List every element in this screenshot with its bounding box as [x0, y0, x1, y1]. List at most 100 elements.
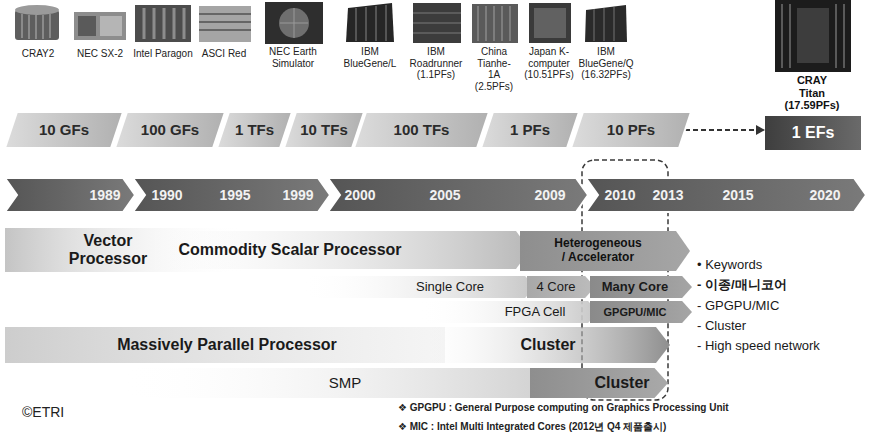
computer-caption: IBM BlueGene/L — [344, 46, 397, 69]
timeline-chevron: 2010 2013 2015 2020 — [586, 178, 866, 212]
computer-caption: NEC SX-2 — [77, 48, 123, 60]
node-outline — [115, 112, 225, 148]
node-text: 1 TFs — [235, 121, 274, 138]
node-outline — [120, 368, 565, 398]
node-outline — [590, 301, 692, 323]
titan-picture — [782, 4, 844, 68]
k-computer-picture — [529, 3, 571, 43]
node-outline — [571, 112, 691, 148]
keyword-item: - GPGPU/MIC — [697, 299, 779, 314]
node-text: GPGPU/MIC — [604, 306, 667, 319]
computer-caption: CRAY Titan (17.59PFs) — [784, 74, 839, 112]
footnote: ❖ MIC : Intel Multi Integrated Cores (20… — [398, 421, 666, 433]
keyword-item: - High speed network — [697, 339, 820, 354]
node-text: 2005 — [429, 187, 460, 203]
connector-line — [685, 129, 756, 131]
node-text: Vector Processor — [53, 232, 163, 269]
titan-picture — [775, 0, 851, 72]
nec-sx2-picture — [74, 12, 126, 40]
architecture-band: Massively Parallel Processor — [5, 327, 445, 363]
computer-caption: China Tianhe-1A (2.5PFs) — [475, 46, 513, 92]
node-outline — [520, 231, 690, 271]
bluegene-q-picture — [585, 5, 627, 42]
node-text: Cluster — [594, 374, 649, 392]
node-text: 2020 — [809, 187, 840, 203]
node-text: 2013 — [652, 187, 683, 203]
node-outline — [530, 368, 668, 398]
node-text: Massively Parallel Processor — [117, 336, 337, 354]
tianhe-picture — [472, 4, 518, 43]
node-outline — [586, 178, 866, 212]
node-text: 1 EFs — [792, 124, 835, 142]
keyword-item: - Cluster — [697, 319, 746, 334]
cray2-picture — [15, 5, 59, 40]
paragon-picture — [135, 5, 191, 42]
performance-segment: 1 TFs — [217, 112, 292, 148]
node-outline — [420, 301, 598, 323]
era-arrow: Commodity Scalar Processor — [130, 231, 530, 269]
performance-segment: 100 TFs — [354, 112, 489, 148]
accelerator-arrow: GPGPU/MIC — [590, 301, 692, 323]
asci-red-picture — [199, 6, 251, 42]
node-outline — [284, 112, 364, 148]
node-text: Cluster — [520, 336, 575, 354]
computer-caption: CRAY2 — [22, 48, 55, 60]
node-outline — [133, 178, 330, 212]
tianhe-picture — [472, 4, 518, 43]
node-text: 10 PFs — [607, 121, 655, 138]
performance-segment: 10 GFs — [5, 112, 123, 148]
exascale-box: 1 EFs — [765, 116, 861, 150]
node-text: 10 TFs — [300, 121, 348, 138]
earth-simulator-picture — [265, 2, 323, 44]
node-outline — [130, 231, 530, 269]
performance-segment: 1 PFs — [481, 112, 579, 148]
footnote: ❖ GPGPU : General Purpose computing on G… — [398, 402, 729, 414]
node-text: 100 GFs — [141, 121, 199, 138]
titan-picture — [775, 0, 851, 72]
node-outline — [5, 327, 445, 363]
roadrunner-picture — [413, 3, 461, 43]
architecture-arrow: Cluster — [530, 368, 668, 398]
node-text: Many Core — [602, 280, 668, 295]
node-outline — [430, 327, 670, 363]
nec-sx2-picture — [74, 12, 126, 40]
dashed-arrow — [685, 125, 765, 135]
timeline-chevron: 1989 — [5, 178, 135, 212]
node-outline — [328, 178, 588, 212]
asci-red-picture — [199, 6, 251, 42]
node-text: 1 PFs — [510, 121, 550, 138]
asci-red-picture — [199, 14, 251, 30]
paragon-picture — [135, 5, 191, 42]
nec-sx2-picture — [100, 16, 122, 36]
node-text: FPGA Cell — [505, 305, 566, 320]
tianhe-picture — [478, 6, 510, 41]
computer-caption: IBM BlueGene/Q (16.32PFs) — [578, 46, 633, 81]
node-outline — [354, 112, 489, 148]
node-outline — [481, 112, 579, 148]
keyword-item: • Keywords — [697, 258, 762, 273]
node-text: 2010 — [604, 187, 635, 203]
node-text: 2009 — [534, 187, 565, 203]
bluegene-q-picture — [585, 5, 627, 42]
node-text: Single Core — [416, 280, 484, 295]
computer-caption: IBM Roadrunner (1.1PFs) — [410, 46, 463, 81]
node-text: 1990 — [151, 187, 182, 203]
timeline-chevron: 200020052009 — [328, 178, 588, 212]
node-text: 10 GFs — [39, 121, 89, 138]
node-text: 100 TFs — [394, 121, 450, 138]
k-computer-picture — [529, 3, 571, 43]
bluegene-l-picture — [356, 5, 386, 41]
computer-caption: Japan K-computer (10.51PFs) — [524, 46, 573, 81]
node-text: 1995 — [219, 187, 250, 203]
node-text: 2015 — [722, 187, 753, 203]
computer-caption: ASCI Red — [202, 48, 246, 60]
earth-simulator-picture — [279, 8, 309, 38]
accelerator-arrow: FPGA Cell — [420, 301, 598, 323]
k-computer-picture — [534, 8, 566, 38]
cray2-picture — [15, 5, 59, 15]
roadrunner-picture — [413, 3, 461, 43]
node-text: 4 Core — [536, 280, 575, 295]
arrow-head — [756, 125, 765, 135]
node-text: Commodity Scalar Processor — [178, 241, 401, 259]
